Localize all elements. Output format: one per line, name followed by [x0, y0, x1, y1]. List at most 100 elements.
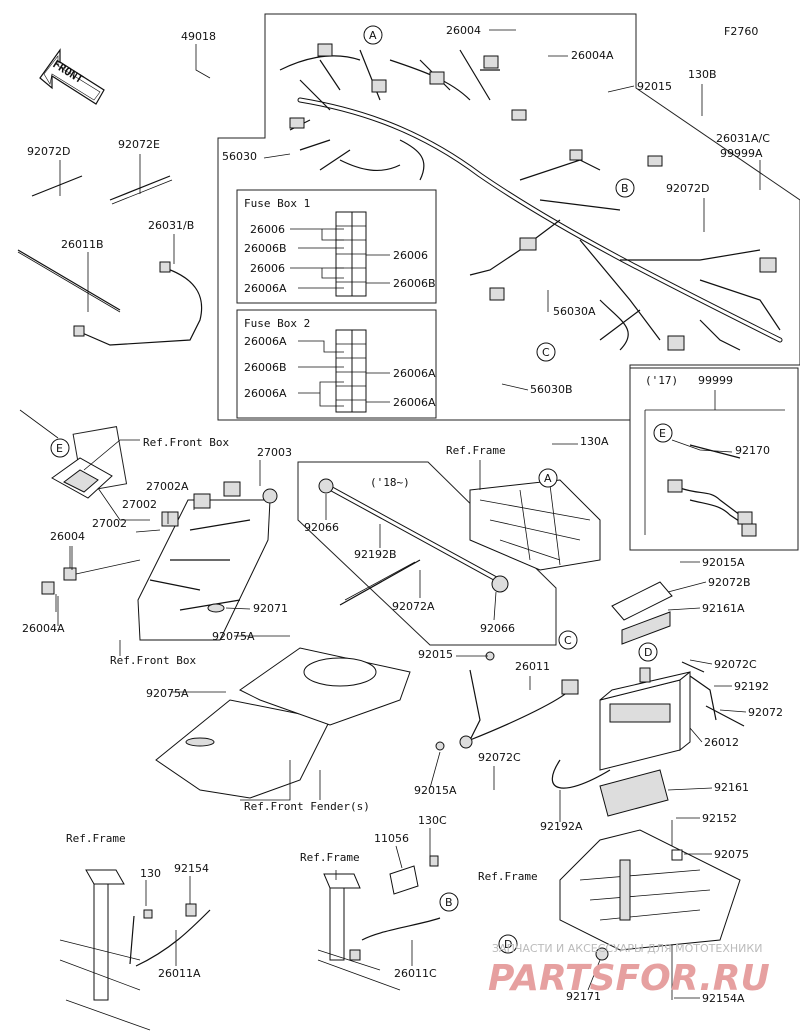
- tie-92072d-left: [31, 175, 83, 197]
- fuse-box-2-left-3: 26006A: [244, 387, 287, 400]
- part-92015a-right: 92015A: [702, 556, 745, 569]
- part-130a: 130A: [580, 435, 609, 448]
- variant-17-part: 99999: [698, 374, 733, 387]
- cable-26011b: [17, 249, 121, 313]
- part-92192a: 92192A: [540, 820, 583, 833]
- part-11056: 11056: [374, 832, 409, 845]
- part-92072: 92072: [748, 706, 783, 719]
- fuse-box-1-title: Fuse Box 1: [244, 197, 310, 210]
- part-26011a: 26011A: [158, 967, 201, 980]
- svg-text:C: C: [564, 634, 572, 647]
- main-harness: [279, 43, 783, 351]
- fuse-box-2-right-1: 26006A: [393, 367, 436, 380]
- svg-text:D: D: [504, 938, 512, 951]
- part-130b: 130B: [688, 68, 717, 81]
- part-92072a: 92072A: [392, 600, 435, 613]
- svg-text:D: D: [644, 646, 652, 659]
- callout-e-1: E: [50, 438, 70, 458]
- part-92015-middle: 92015: [418, 648, 453, 661]
- callout-b-2: B: [439, 892, 459, 912]
- part-92161a: 92161A: [702, 602, 745, 615]
- svg-text:B: B: [621, 182, 629, 195]
- part-92161: 92161: [714, 781, 749, 794]
- ref-frame-4: Ref.Frame: [478, 870, 538, 883]
- callout-a-2: A: [538, 468, 558, 488]
- part-130: 130: [140, 867, 161, 880]
- part-27002a: 27002A: [146, 480, 189, 493]
- part-56030: 56030: [222, 150, 257, 163]
- fuse-box-2-left-1: 26006A: [244, 335, 287, 348]
- part-27003: 27003: [257, 446, 292, 459]
- fuse-box-1: Fuse Box 1 26006 26006B 26006 26006A 260…: [236, 189, 437, 304]
- part-92152: 92152: [702, 812, 737, 825]
- watermark-line-1: ЗАПЧАСТИ И АКСЕССУАРЫ ДЛЯ МОТОТЕХНИКИ: [492, 942, 762, 955]
- battery-tray: [559, 829, 741, 961]
- ref-front-fender: Ref.Front Fender(s): [244, 800, 370, 813]
- part-92154: 92154: [174, 862, 209, 875]
- main-harness-frame: [217, 13, 800, 421]
- part-92072c-right: 92072C: [714, 658, 757, 671]
- fuse-box-1-right-1: 26006: [393, 249, 428, 262]
- fuse-box-2: Fuse Box 2 26006A 26006B 26006A 26006A 2…: [236, 309, 437, 419]
- frame-section-bottom-middle: [317, 855, 441, 991]
- part-26004a-top: 26004A: [571, 49, 614, 62]
- fuse-box-1-left-4: 26006A: [244, 282, 287, 295]
- part-92075a-a: 92075A: [212, 630, 255, 643]
- battery-assembly: [551, 581, 745, 1000]
- variant-17-sub: 92170: [735, 444, 770, 457]
- cable-26011: [435, 651, 579, 751]
- part-26012: 26012: [704, 736, 739, 749]
- part-92154a: 92154A: [702, 992, 745, 1005]
- part-26004a-left: 26004A: [22, 622, 65, 635]
- tie-92072e: [109, 175, 173, 205]
- part-130c: 130C: [418, 814, 447, 827]
- part-92171: 92171: [566, 990, 601, 1003]
- part-92072c-middle: 92072C: [478, 751, 521, 764]
- cable-26031b: [73, 261, 203, 346]
- callout-e-2: E: [653, 423, 673, 443]
- ref-front-box-2: Ref.Front Box: [110, 654, 196, 667]
- callout-c-2: C: [558, 630, 578, 650]
- part-92066-b: 92066: [480, 622, 515, 635]
- front-arrow-icon: [39, 48, 105, 105]
- part-92075: 92075: [714, 848, 749, 861]
- part-92071: 92071: [253, 602, 288, 615]
- ref-frame-2: Ref.Frame: [66, 832, 126, 845]
- part-92075a-b: 92075A: [146, 687, 189, 700]
- svg-text:E: E: [659, 427, 666, 440]
- ref-front-box-1: Ref.Front Box: [143, 436, 229, 449]
- front-fender: [155, 647, 411, 799]
- callout-b-1: B: [615, 178, 635, 198]
- fuse-box-2-title: Fuse Box 2: [244, 317, 310, 330]
- front-box-assembly: [19, 409, 278, 641]
- part-92015-top: 92015: [637, 80, 672, 93]
- part-26031b: 26031/B: [148, 219, 194, 232]
- part-27002-a: 27002: [122, 498, 157, 511]
- figure-code: F2760: [724, 25, 758, 38]
- variant-17-year: ('17): [645, 374, 678, 387]
- callout-a-1: A: [363, 25, 383, 45]
- part-92072e: 92072E: [118, 138, 160, 151]
- fuse-box-2-left-2: 26006B: [244, 361, 287, 374]
- part-92192b: 92192B: [354, 548, 397, 561]
- part-26004-left: 26004: [50, 530, 85, 543]
- svg-text:B: B: [445, 896, 453, 909]
- frame-section-a: [469, 479, 601, 571]
- frame-section-bottom-left: [59, 869, 211, 1031]
- variant-18-box: ('18~): [297, 461, 557, 646]
- part-99999a: 99999A: [720, 147, 763, 160]
- part-92072b: 92072B: [708, 576, 751, 589]
- ref-frame-1: Ref.Frame: [446, 444, 506, 457]
- part-26031ac: 26031A/C: [716, 132, 770, 145]
- svg-text:E: E: [56, 442, 63, 455]
- part-56030b: 56030B: [530, 383, 573, 396]
- leader-lines: [57, 29, 761, 999]
- variant-17-box: ('17) 99999 92170: [629, 367, 799, 551]
- fuse-box-1-right-2: 26006B: [393, 277, 436, 290]
- callout-d-1: D: [638, 642, 658, 662]
- part-92066-a: 92066: [304, 521, 339, 534]
- part-92192: 92192: [734, 680, 769, 693]
- part-56030a: 56030A: [553, 305, 596, 318]
- part-26011c: 26011C: [394, 967, 437, 980]
